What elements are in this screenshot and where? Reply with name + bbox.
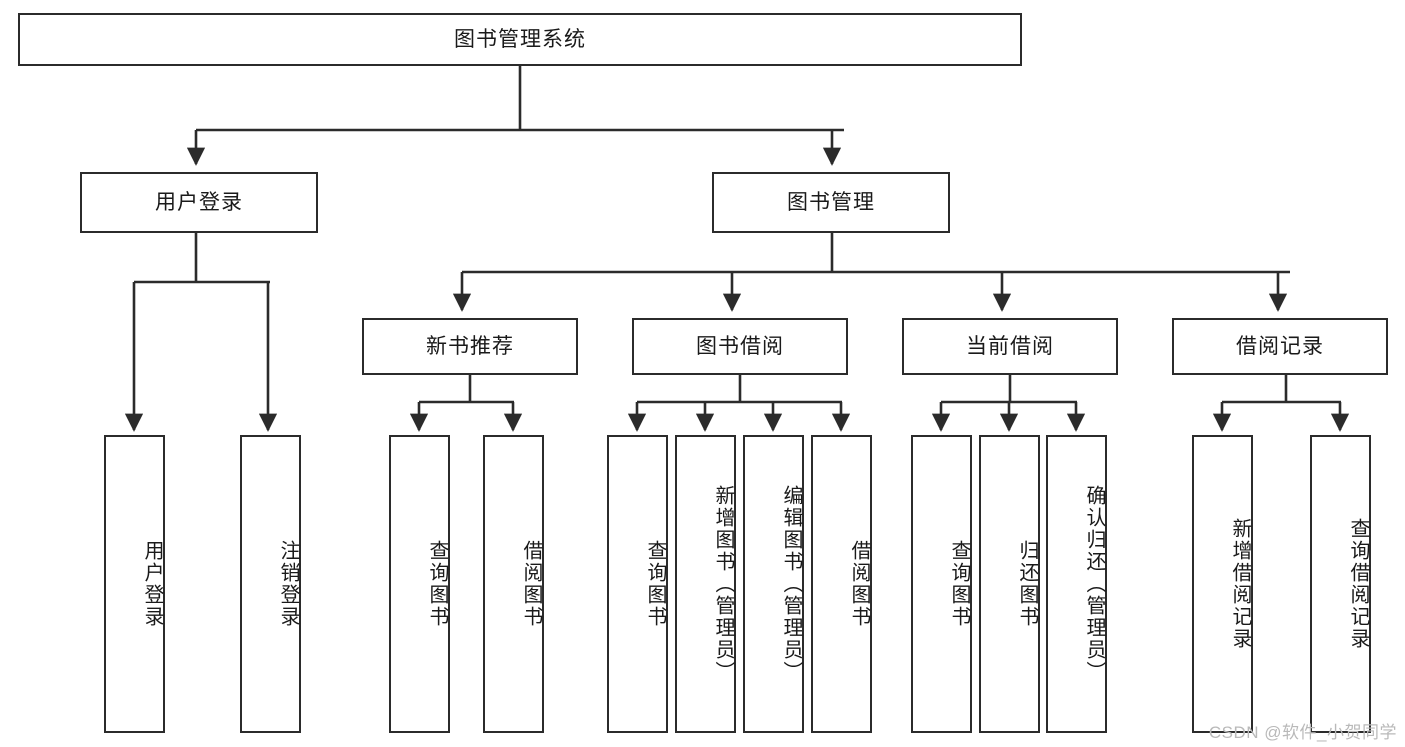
node-leaf-confirm-return[interactable]: 确认归还（管理员）	[1046, 435, 1107, 733]
node-leaf-return-book[interactable]: 归还图书	[979, 435, 1040, 733]
node-current-borrow[interactable]: 当前借阅	[902, 318, 1118, 375]
node-leaf-edit-book[interactable]: 编辑图书（管理员）	[743, 435, 804, 733]
node-leaf-user-login[interactable]: 用户登录	[104, 435, 165, 733]
node-book-manage[interactable]: 图书管理	[712, 172, 950, 233]
node-leaf-add-book-label: 新增图书（管理员）	[712, 485, 734, 683]
node-leaf-borrow-book-1[interactable]: 借阅图书	[483, 435, 544, 733]
node-leaf-query-book-1-label: 查询图书	[426, 540, 448, 628]
node-root-label: 图书管理系统	[454, 27, 586, 51]
node-user-login[interactable]: 用户登录	[80, 172, 318, 233]
node-leaf-add-record-label: 新增借阅记录	[1229, 518, 1251, 650]
node-leaf-return-book-label: 归还图书	[1016, 540, 1038, 628]
node-book-borrow[interactable]: 图书借阅	[632, 318, 848, 375]
node-leaf-query-book-2-label: 查询图书	[644, 540, 666, 628]
node-leaf-add-record[interactable]: 新增借阅记录	[1192, 435, 1253, 733]
node-current-borrow-label: 当前借阅	[966, 334, 1054, 358]
node-leaf-user-login-label: 用户登录	[141, 540, 163, 628]
node-borrow-record[interactable]: 借阅记录	[1172, 318, 1388, 375]
node-leaf-query-book-3[interactable]: 查询图书	[911, 435, 972, 733]
node-book-borrow-label: 图书借阅	[696, 334, 784, 358]
node-leaf-query-book-3-label: 查询图书	[948, 540, 970, 628]
node-leaf-confirm-return-label: 确认归还（管理员）	[1083, 485, 1105, 683]
node-leaf-edit-book-label: 编辑图书（管理员）	[780, 485, 802, 683]
node-leaf-borrow-book-2-label: 借阅图书	[848, 540, 870, 628]
node-leaf-borrow-book-2[interactable]: 借阅图书	[811, 435, 872, 733]
node-leaf-query-record[interactable]: 查询借阅记录	[1310, 435, 1371, 733]
node-leaf-borrow-book-1-label: 借阅图书	[520, 540, 542, 628]
node-leaf-logout-label: 注销登录	[277, 540, 299, 628]
node-root[interactable]: 图书管理系统	[18, 13, 1022, 66]
node-new-book-rec-label: 新书推荐	[426, 334, 514, 358]
node-leaf-add-book[interactable]: 新增图书（管理员）	[675, 435, 736, 733]
node-borrow-record-label: 借阅记录	[1236, 334, 1324, 358]
node-user-login-label: 用户登录	[155, 190, 243, 214]
node-leaf-query-book-2[interactable]: 查询图书	[607, 435, 668, 733]
node-leaf-query-book-1[interactable]: 查询图书	[389, 435, 450, 733]
node-leaf-logout[interactable]: 注销登录	[240, 435, 301, 733]
node-book-manage-label: 图书管理	[787, 190, 875, 214]
node-leaf-query-record-label: 查询借阅记录	[1347, 518, 1369, 650]
node-new-book-rec[interactable]: 新书推荐	[362, 318, 578, 375]
